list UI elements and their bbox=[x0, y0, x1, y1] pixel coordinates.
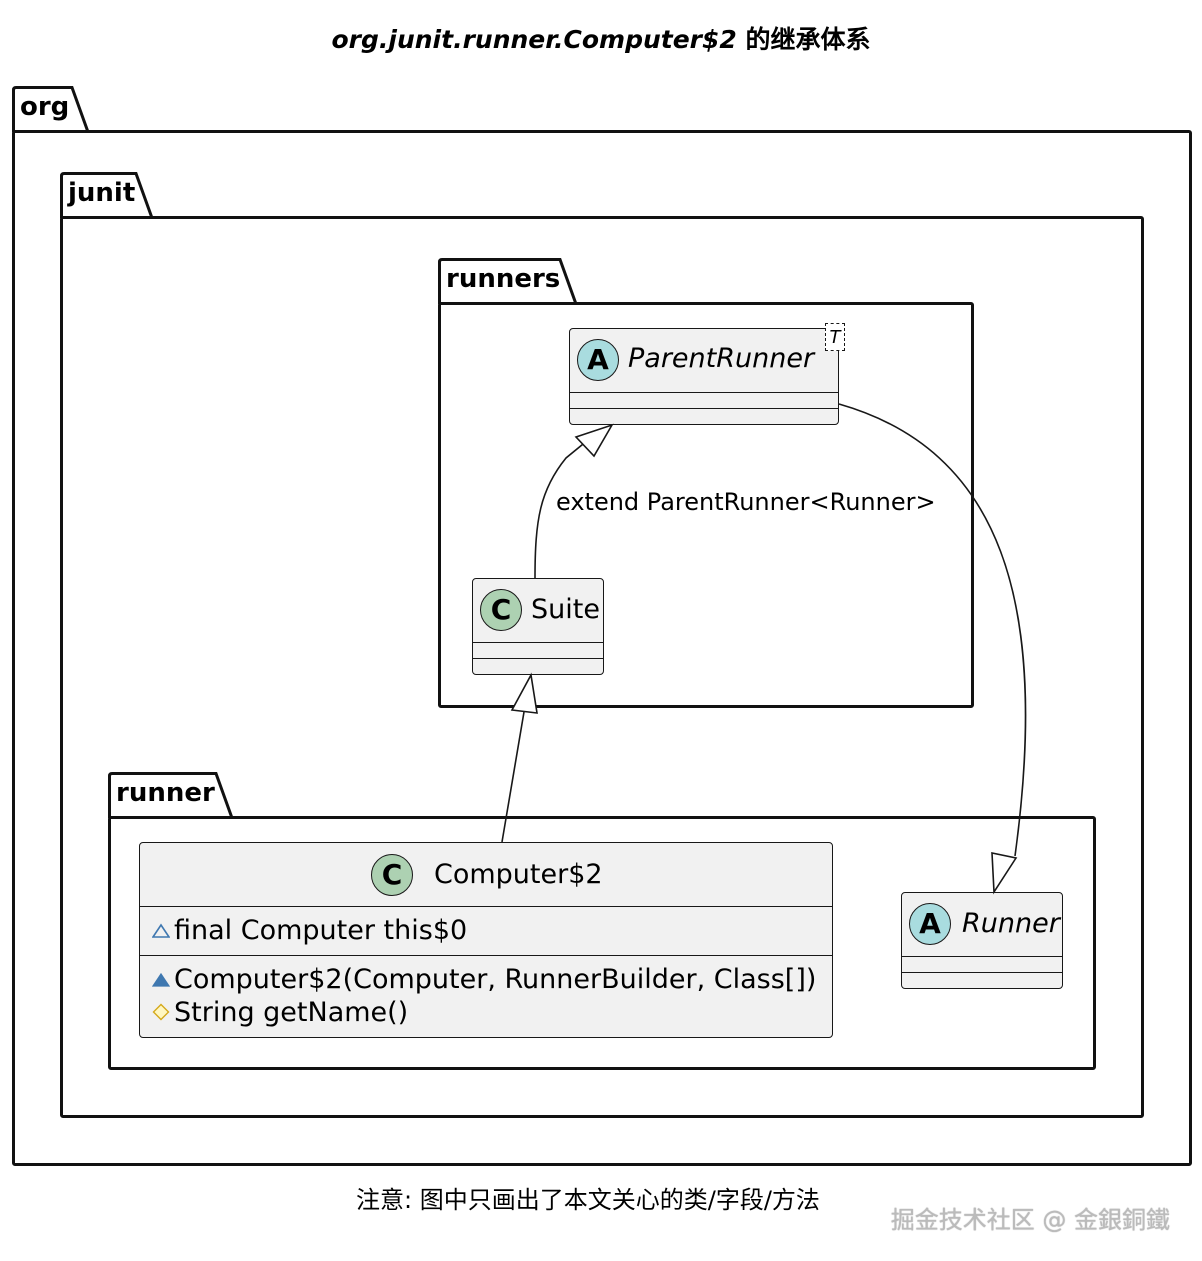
edge-computer2-extends-suite bbox=[501, 711, 525, 843]
inheritance-arrowhead-icon bbox=[991, 852, 1018, 895]
method-row: String getName() bbox=[152, 997, 408, 1028]
class-name-parent-runner: ParentRunner bbox=[628, 343, 815, 374]
watermark: 掘金技术社区 @ 金銀銅鐵 bbox=[890, 1206, 1170, 1234]
type-parameter-t: T bbox=[825, 323, 845, 351]
class-divider bbox=[570, 408, 838, 409]
class-divider bbox=[570, 392, 838, 393]
package-label-org: org bbox=[20, 92, 70, 122]
class-badge-icon: C bbox=[371, 854, 413, 896]
edge-parent-runner-extends-runner bbox=[838, 403, 1027, 857]
class-name-computer2: Computer$2 bbox=[434, 859, 603, 890]
footnote: 注意: 图中只画出了本文关心的类/字段/方法 bbox=[356, 1186, 820, 1214]
diagram-title: org.junit.runner.Computer$2 的继承体系 bbox=[0, 20, 1202, 56]
abstract-class-badge-icon: A bbox=[909, 903, 951, 945]
diagram-title-suffix: 的继承体系 bbox=[736, 25, 871, 54]
class-divider bbox=[473, 658, 603, 659]
class-name-suite: Suite bbox=[531, 594, 600, 625]
class-divider bbox=[473, 642, 603, 643]
class-badge-icon: C bbox=[480, 589, 522, 631]
method-text: Computer$2(Computer, RunnerBuilder, Clas… bbox=[174, 964, 817, 995]
class-divider bbox=[902, 956, 1062, 957]
field-text: final Computer this$0 bbox=[174, 915, 468, 946]
class-suite[interactable]: C Suite bbox=[472, 578, 604, 675]
protected-method-icon bbox=[152, 997, 174, 1028]
package-label-runners: runners bbox=[446, 264, 561, 294]
package-tab-junit: junit bbox=[60, 172, 156, 219]
method-row: Computer$2(Computer, RunnerBuilder, Clas… bbox=[151, 964, 817, 995]
class-name-runner: Runner bbox=[962, 908, 1060, 939]
abstract-class-badge-icon: A bbox=[577, 339, 619, 381]
class-computer2[interactable]: C Computer$2 final Computer this$0 Compu… bbox=[139, 842, 833, 1038]
diagram-title-class: org.junit.runner.Computer$2 bbox=[331, 25, 737, 54]
class-runner[interactable]: A Runner bbox=[901, 892, 1063, 989]
field-row: final Computer this$0 bbox=[151, 915, 468, 946]
class-divider bbox=[140, 955, 832, 956]
package-tab-org: org bbox=[12, 86, 92, 133]
edge-label-extend: extend ParentRunner<Runner> bbox=[556, 488, 936, 516]
method-text: String getName() bbox=[174, 997, 409, 1028]
edge-suite-extends-parent-runner bbox=[534, 439, 589, 579]
package-label-runner: runner bbox=[116, 778, 215, 808]
package-private-field-icon bbox=[151, 915, 174, 946]
class-divider bbox=[140, 906, 832, 907]
inheritance-arrowhead-icon bbox=[574, 423, 614, 458]
inheritance-arrowhead-icon bbox=[510, 672, 538, 714]
class-parent-runner[interactable]: A ParentRunner bbox=[569, 328, 839, 425]
package-tab-runner: runner bbox=[108, 772, 236, 819]
package-label-junit: junit bbox=[68, 178, 136, 208]
class-divider bbox=[902, 972, 1062, 973]
package-tab-runners: runners bbox=[438, 258, 580, 305]
package-private-method-icon bbox=[151, 964, 174, 995]
